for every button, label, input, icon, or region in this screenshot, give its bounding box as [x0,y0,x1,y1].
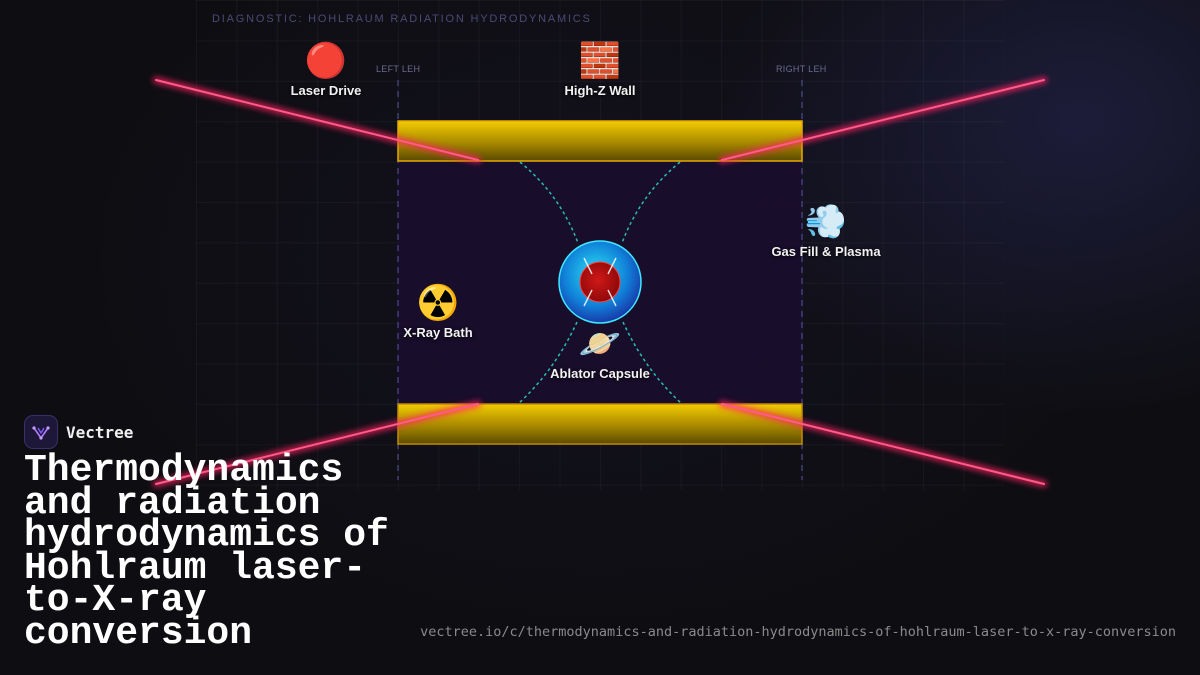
brand-name: Vectree [66,422,134,442]
left-leh-label: LEFT LEH [376,64,421,74]
laser-drive-node: 🔴 Laser Drive [291,41,362,98]
high-z-wall-label: High-Z Wall [564,83,636,98]
laser-beam-top-left [155,79,479,161]
ablator-capsule-graphic [558,240,642,324]
gas-fill-label: Gas Fill & Plasma [771,244,881,259]
radioactive-icon: ☢️ [416,283,460,323]
brick-icon: 🧱 [578,41,622,81]
red-circle-icon: 🔴 [304,41,348,81]
flow-lines [517,161,683,405]
laser-beams [152,76,1048,488]
xray-bath-node: ☢️ X-Ray Bath [403,283,472,340]
brand: Vectree [24,415,133,449]
ablator-capsule-label: Ablator Capsule [550,366,650,381]
gas-fill-node: 💨 Gas Fill & Plasma [771,202,880,259]
laser-drive-label: Laser Drive [290,83,362,98]
dash-wind-icon: 💨 [804,202,848,242]
diagram-header: DIAGNOSTIC: HOHLRAUM RADIATION HYDRODYNA… [212,13,592,25]
ablator-capsule-node: 🪐 Ablator Capsule [550,324,650,381]
laser-beam-top-right [721,79,1045,161]
xray-bath-label: X-Ray Bath [403,325,473,340]
high-z-wall-node: 🧱 High-Z Wall [564,41,635,98]
laser-beam-bottom-right [721,403,1045,485]
laser-beam-bottom-left [155,403,479,485]
right-leh-label: RIGHT LEH [776,64,827,74]
vectree-logo-icon [24,415,58,449]
page-url[interactable]: vectree.io/c/thermodynamics-and-radiatio… [420,624,1176,640]
ringed-planet-icon: 🪐 [578,324,622,364]
page-title: Thermodynamics and radiation hydrodynami… [24,449,389,655]
